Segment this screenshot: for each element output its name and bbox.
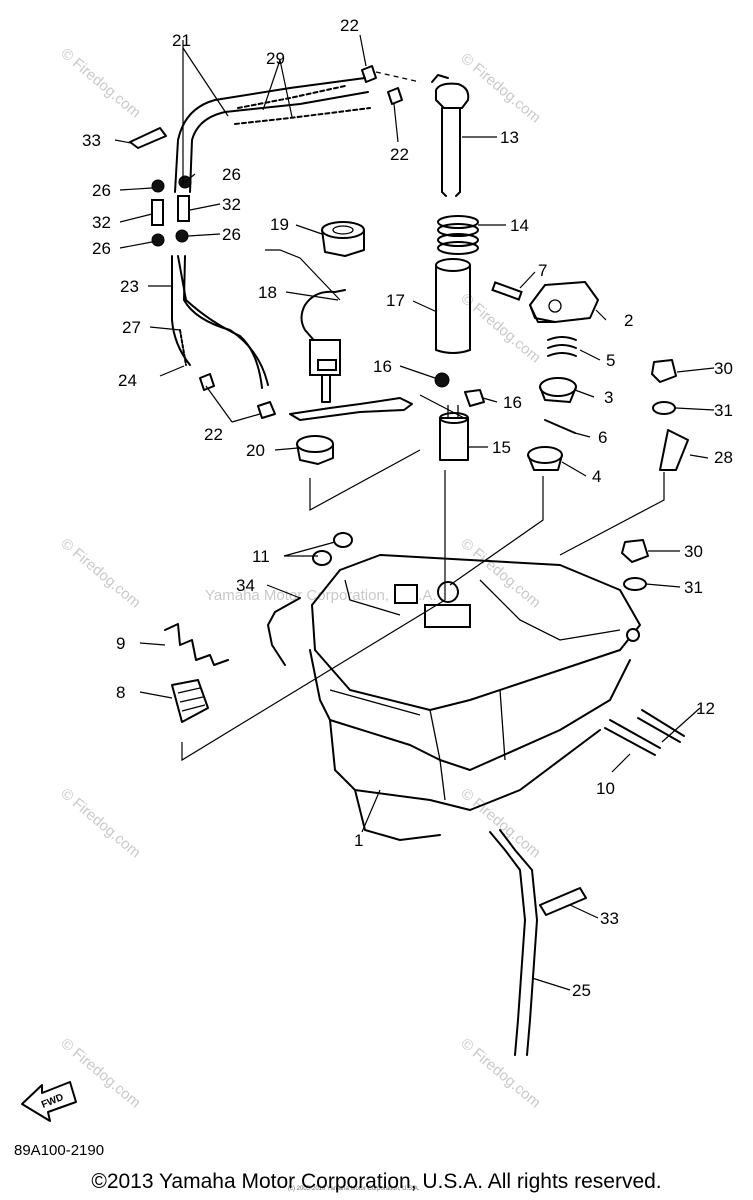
tie-33-low (539, 887, 587, 916)
callout-1: 1 (354, 831, 363, 850)
watermark-7: © Firedog.com (457, 785, 543, 861)
clip-22-low (257, 401, 276, 419)
callout-15: 15 (492, 438, 511, 457)
callout-26-c: 26 (92, 239, 111, 258)
grommet-19 (321, 221, 365, 257)
fuel-sender-18 (289, 289, 413, 421)
tie-33-top (129, 127, 167, 149)
callout-23: 23 (120, 277, 139, 296)
bracket-28 (659, 429, 689, 471)
spring-9 (164, 623, 229, 666)
clip-16a (434, 372, 450, 388)
fwd-arrow: FWD (21, 1081, 77, 1122)
bracket-8 (171, 679, 209, 723)
watermark-layer: © Firedog.com © Firedog.com © Firedog.co… (57, 45, 543, 1111)
filler-cap (529, 281, 599, 323)
nut-30-top (651, 359, 677, 383)
clip-22-mid (199, 373, 215, 391)
watermark-9: © Firedog.com (457, 1035, 543, 1111)
copyright-small: (c) 2005-2010 Yamaha Motor Corporation, … (288, 1186, 420, 1192)
pin-6 (544, 419, 576, 434)
callout-22-b: 22 (390, 145, 409, 164)
watermark-6: © Firedog.com (57, 785, 143, 861)
watermark-4: © Firedog.com (57, 535, 143, 611)
grommets-11 (312, 532, 353, 566)
callout-30-low: 30 (684, 542, 703, 561)
grommet-4 (527, 446, 563, 471)
callout-20: 20 (246, 441, 265, 460)
bolts-10-12 (604, 709, 685, 756)
joints-32-26 (151, 175, 192, 247)
callout-12: 12 (696, 699, 715, 718)
hose-25 (489, 831, 526, 1056)
callout-24: 24 (118, 371, 137, 390)
grommet-3 (539, 377, 577, 403)
nut-30-low (621, 539, 649, 563)
callout-30-top: 30 (714, 359, 733, 378)
fuel-tank (309, 554, 641, 841)
leader-lines (114, 34, 715, 991)
callout-labels: 21 29 22 22 33 13 26 26 32 32 26 26 19 1… (82, 16, 733, 1000)
pin-7 (491, 281, 523, 301)
callout-17: 17 (386, 291, 405, 310)
washer-31-low (623, 577, 647, 591)
callout-6: 6 (598, 428, 607, 447)
callout-22-top: 22 (340, 16, 359, 35)
diagram-code: 89A100-2190 (14, 1142, 105, 1159)
grommet-20 (296, 435, 334, 465)
callout-31-low: 31 (684, 578, 703, 597)
callout-19: 19 (270, 215, 289, 234)
callout-32-a: 32 (92, 213, 111, 232)
callout-32-b: 32 (222, 195, 241, 214)
fuel-level-sender (431, 74, 470, 197)
callout-33-low: 33 (600, 909, 619, 928)
callout-5: 5 (606, 351, 615, 370)
callout-4: 4 (592, 467, 601, 486)
tube-17 (435, 258, 471, 354)
callout-7: 7 (538, 261, 547, 280)
callout-13: 13 (500, 128, 519, 147)
clip-22-top-b (387, 87, 403, 105)
watermark-2: © Firedog.com (457, 50, 543, 126)
callout-26-b: 26 (222, 165, 241, 184)
callout-21: 21 (172, 31, 191, 50)
watermark-1: © Firedog.com (57, 45, 143, 121)
o-rings-14 (437, 215, 479, 255)
callout-28: 28 (714, 448, 733, 467)
callout-9: 9 (116, 634, 125, 653)
hoses-23-27 (171, 255, 269, 389)
callout-29: 29 (266, 49, 285, 68)
callout-10: 10 (596, 779, 615, 798)
callout-16-b: 16 (503, 393, 522, 412)
callout-26-a: 26 (92, 181, 111, 200)
spring-5 (547, 336, 577, 357)
watermark-8: © Firedog.com (57, 1035, 143, 1111)
callout-16-a: 16 (373, 357, 392, 376)
callout-33-top: 33 (82, 131, 101, 150)
callout-27: 27 (122, 318, 141, 337)
callout-25: 25 (572, 981, 591, 1000)
clip-16b (464, 389, 485, 407)
callout-3: 3 (604, 388, 613, 407)
hose-25-b (499, 829, 538, 1056)
callout-14: 14 (510, 216, 529, 235)
guide-lines (181, 394, 665, 762)
callout-8: 8 (116, 683, 125, 702)
hose-34 (267, 597, 301, 666)
callout-34: 34 (236, 576, 255, 595)
callout-18: 18 (258, 283, 277, 302)
clip-22-top-a (361, 65, 377, 83)
callout-2: 2 (624, 311, 633, 330)
callout-31-top: 31 (714, 401, 733, 420)
callout-26-d: 26 (222, 225, 241, 244)
callout-22-c: 22 (204, 425, 223, 444)
washer-31-top (652, 401, 676, 415)
copyright-notice: ©2013 Yamaha Motor Corporation, U.S.A. A… (91, 1170, 662, 1193)
callout-11: 11 (252, 547, 270, 566)
hoses-21-29 (174, 77, 371, 193)
